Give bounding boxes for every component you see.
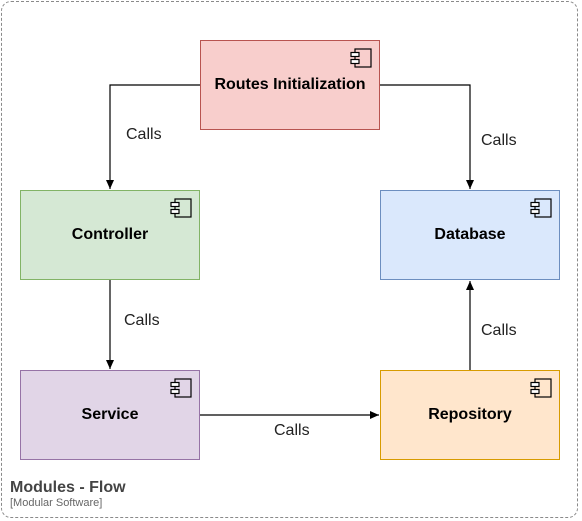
node-database[interactable]: Database	[380, 190, 560, 280]
node-label: Routes Initialization	[214, 76, 366, 93]
boundary-subtitle: [Modular Software]	[10, 497, 103, 509]
edge-label-controller-service: Calls	[124, 312, 160, 329]
edge-label-routes-database: Calls	[481, 132, 517, 149]
component-icon	[530, 198, 552, 218]
component-icon	[530, 378, 552, 398]
node-label: Database	[434, 226, 506, 243]
node-repository[interactable]: Repository	[380, 370, 560, 460]
node-service[interactable]: Service	[20, 370, 200, 460]
component-icon	[170, 198, 192, 218]
node-label: Repository	[428, 406, 512, 423]
edge-label-service-repository: Calls	[274, 422, 310, 439]
component-icon	[350, 48, 372, 68]
component-icon	[170, 378, 192, 398]
node-label: Controller	[71, 226, 149, 243]
edge-routes-to-controller	[106, 84, 200, 189]
node-controller[interactable]: Controller	[20, 190, 200, 280]
node-label: Service	[81, 406, 139, 423]
boundary-title: Modules - Flow	[10, 479, 126, 496]
edge-label-repository-database: Calls	[481, 322, 517, 339]
node-routes-initialization[interactable]: Routes Initialization	[200, 40, 380, 130]
edge-label-routes-controller: Calls	[126, 126, 162, 143]
edge-routes-to-database	[380, 84, 474, 189]
